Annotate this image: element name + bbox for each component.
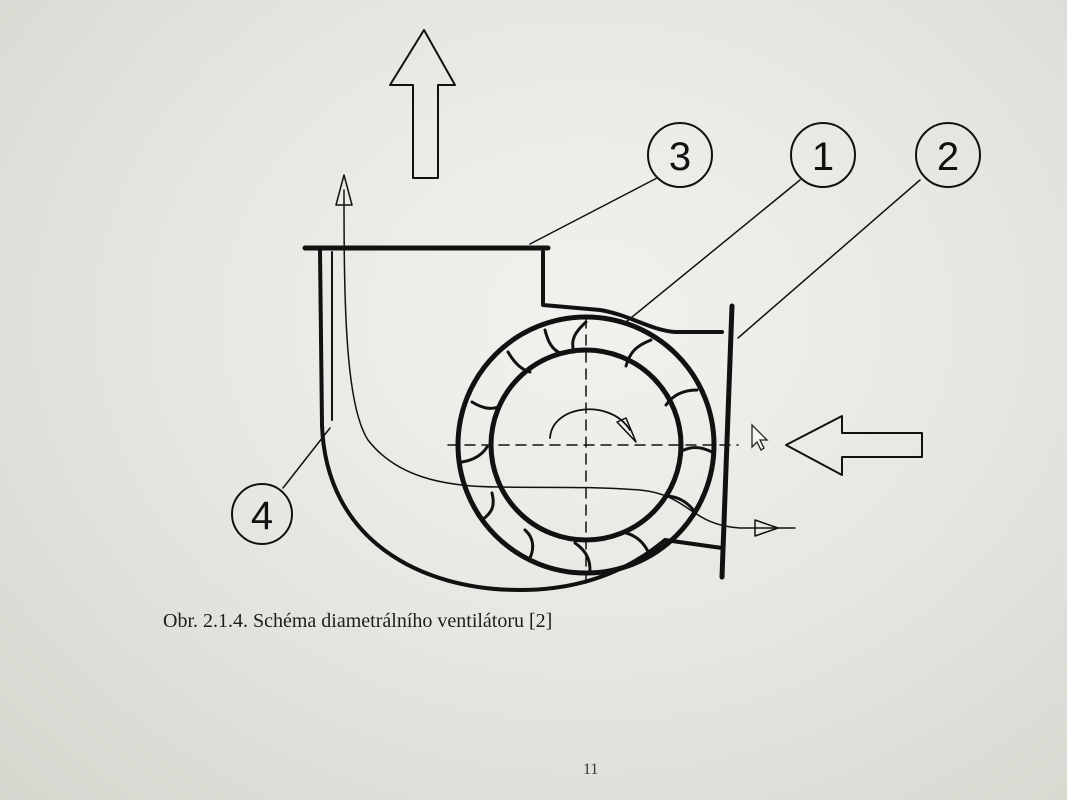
- flow-streamline: [343, 189, 796, 529]
- casing-upper-wall: [541, 250, 724, 334]
- rotation-arrow: [549, 408, 631, 439]
- figure-caption: Obr. 2.1.4. Schéma diametrálního ventilá…: [163, 610, 553, 632]
- inlet-flow-arrow: [785, 415, 923, 476]
- label-circle-2: [915, 122, 981, 188]
- label-4: 4: [251, 494, 273, 538]
- outlet-flow-arrow: [389, 29, 456, 179]
- impeller-blades: [460, 320, 714, 572]
- leader-line-2: [737, 179, 921, 339]
- leader-line-4: [282, 427, 331, 489]
- label-1: 1: [812, 135, 834, 179]
- label-circle-3: [647, 122, 713, 188]
- cursor-icon: [751, 423, 769, 451]
- side-wall: [719, 303, 735, 580]
- page-number: 11: [583, 761, 599, 778]
- label-2: 2: [937, 135, 959, 179]
- label-circle-1: [790, 122, 856, 188]
- casing-outer-wall: [318, 248, 724, 592]
- label-3: 3: [669, 135, 691, 179]
- leader-line-3: [529, 177, 658, 245]
- leader-line-1: [625, 179, 801, 323]
- label-circle-4: [231, 483, 293, 545]
